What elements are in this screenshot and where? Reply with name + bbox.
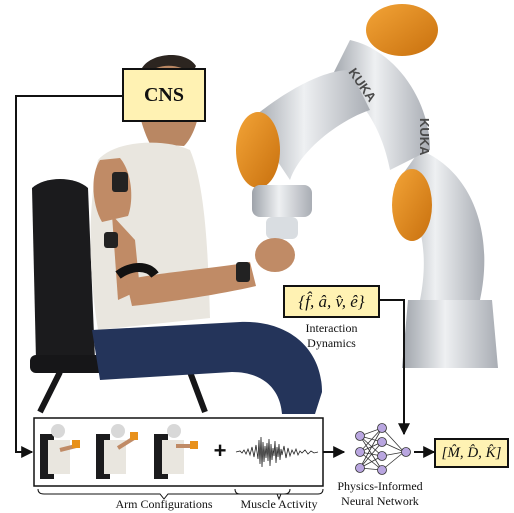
nn-node: [378, 438, 387, 447]
cns-label: CNS: [144, 84, 184, 107]
robot-flange: [252, 185, 312, 217]
pinn-label-line1: Physics-Informed: [326, 479, 434, 494]
person-hand: [255, 238, 295, 272]
interaction-formula: {f̂, â, v̂, ê}: [298, 292, 364, 312]
nn-node: [378, 424, 387, 433]
nn-node: [378, 452, 387, 461]
robot-joint-top: [366, 4, 438, 56]
plus-sign: +: [214, 438, 227, 463]
nn-node: [356, 448, 365, 457]
emg-sensor: [104, 232, 118, 248]
interaction-caption-line2: Dynamics: [283, 336, 380, 351]
pinn-label-line2: Neural Network: [326, 494, 434, 509]
robot-handle: [266, 217, 298, 239]
output-box: [M̂, D̂, K̂]: [434, 438, 509, 468]
nn-node: [378, 466, 387, 475]
emg-sensor: [112, 172, 128, 192]
robot-wrist-joint: [236, 112, 280, 188]
interaction-arrow: [380, 300, 404, 434]
chair-backrest: [32, 179, 95, 366]
output-formula: [M̂, D̂, K̂]: [441, 445, 501, 462]
neural-network: [356, 424, 411, 475]
interaction-formula-box: {f̂, â, v̂, ê}: [283, 285, 380, 318]
robot-brand-side: KUKA: [417, 118, 432, 156]
robot-joint-mid: [392, 169, 432, 241]
muscle-activity-label: Muscle Activity: [229, 497, 329, 512]
robot-base: [402, 300, 498, 368]
cns-box: CNS: [122, 68, 206, 122]
person-watch: [236, 262, 250, 282]
nn-node: [356, 432, 365, 441]
interaction-caption-line1: Interaction: [283, 321, 380, 336]
data-panel: +: [34, 418, 323, 499]
nn-node: [356, 464, 365, 473]
nn-node: [402, 448, 411, 457]
